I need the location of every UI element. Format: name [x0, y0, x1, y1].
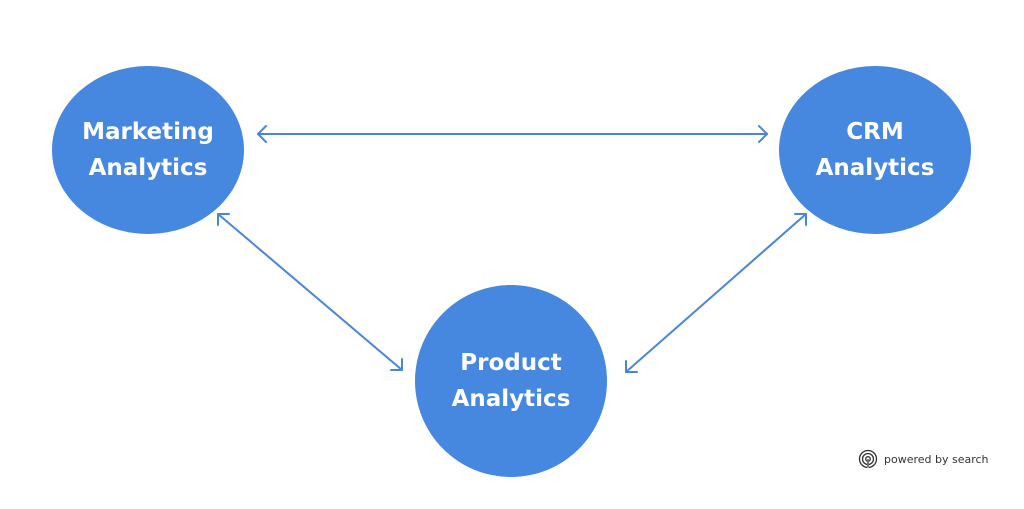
node-product-label-line2: Analytics: [451, 386, 571, 412]
node-product-analytics: Product Analytics: [415, 285, 607, 477]
arrowhead-left-marketing: [257, 125, 267, 143]
arrowhead-product-right-end: [625, 360, 638, 373]
brand-text: powered by search: [884, 452, 989, 466]
brand-watermark: powered by search: [858, 448, 989, 470]
node-marketing-label-line1: Marketing: [82, 119, 214, 145]
node-product-label-line1: Product: [460, 350, 562, 376]
node-crm-label-line1: CRM: [846, 119, 904, 145]
edge-crm-product: [625, 213, 807, 373]
arrowhead-product-left-end: [390, 358, 403, 371]
edge-marketing-product: [217, 213, 403, 371]
arrowhead-crm-end: [794, 213, 807, 226]
node-marketing-analytics: Marketing Analytics: [52, 66, 244, 234]
arrowhead-right-crm: [758, 125, 768, 143]
node-marketing-label-line2: Analytics: [88, 155, 208, 181]
powered-by-search-logo-icon: [858, 449, 878, 469]
arrowhead-marketing-end: [217, 213, 230, 226]
node-crm-label-line2: Analytics: [815, 155, 935, 181]
node-crm-analytics: CRM Analytics: [779, 66, 971, 234]
